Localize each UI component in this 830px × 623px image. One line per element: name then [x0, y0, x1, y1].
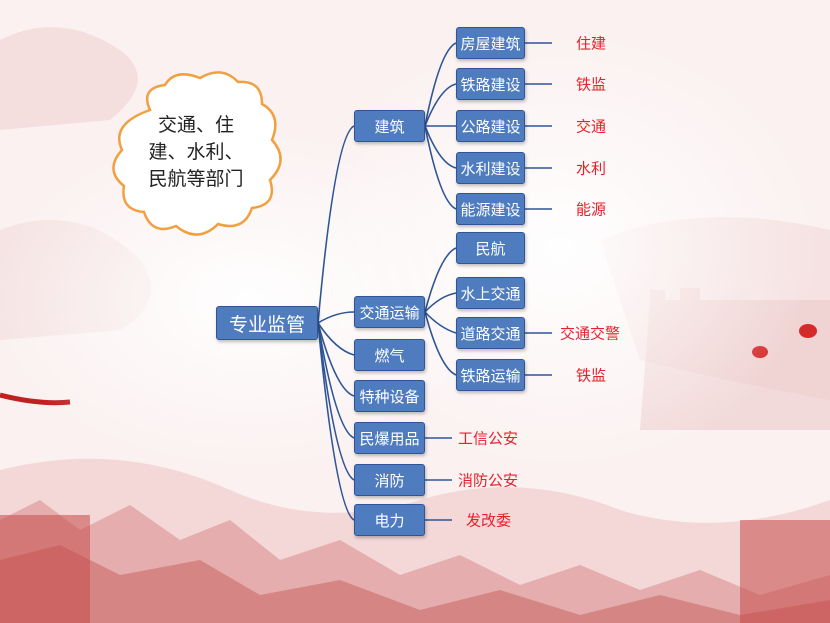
dept-xiaofang-gongan: 消防公安 — [458, 471, 519, 490]
subitem-minhang: 民航 — [456, 232, 525, 264]
dept-fagaiwei: 发改委 — [466, 511, 512, 530]
category-tezhong-shebei: 特种设备 — [354, 380, 425, 412]
dept-jiaotong: 交通 — [576, 117, 607, 136]
root-node: 专业监管 — [216, 306, 318, 340]
dept-zhujian: 住建 — [576, 34, 607, 53]
dept-tiejian-1: 铁监 — [576, 75, 607, 94]
category-minbao-yongpin: 民爆用品 — [354, 422, 425, 454]
subitem-shuishang-jiaotong: 水上交通 — [456, 277, 525, 309]
category-jianzhu: 建筑 — [354, 110, 425, 142]
subitem-daolu-jiaotong: 道路交通 — [456, 317, 525, 349]
subitem-fangwu-jianzhu: 房屋建筑 — [456, 27, 525, 59]
category-jiaotong-yunshu: 交通运输 — [354, 296, 425, 328]
subitem-tielu-jianshe: 铁路建设 — [456, 68, 525, 100]
subitem-nengyuan-jianshe: 能源建设 — [456, 193, 525, 225]
subitem-gonglu-jianshe: 公路建设 — [456, 110, 525, 142]
category-dianli: 电力 — [354, 504, 425, 536]
dept-tiejian-2: 铁监 — [576, 366, 607, 385]
dept-nengyuan: 能源 — [576, 200, 607, 219]
dept-shuili: 水利 — [576, 159, 607, 178]
dept-jiaotong-jiaojing: 交通交警 — [560, 324, 621, 343]
cloud-text: 交通、住建、水利、民航等部门 — [148, 114, 244, 190]
subitem-tielu-yunshu: 铁路运输 — [456, 359, 525, 391]
category-ranqi: 燃气 — [354, 339, 425, 371]
subitem-shuili-jianshe: 水利建设 — [456, 152, 525, 184]
category-xiaofang: 消防 — [354, 464, 425, 496]
dept-gongxin-gongan: 工信公安 — [458, 429, 519, 448]
